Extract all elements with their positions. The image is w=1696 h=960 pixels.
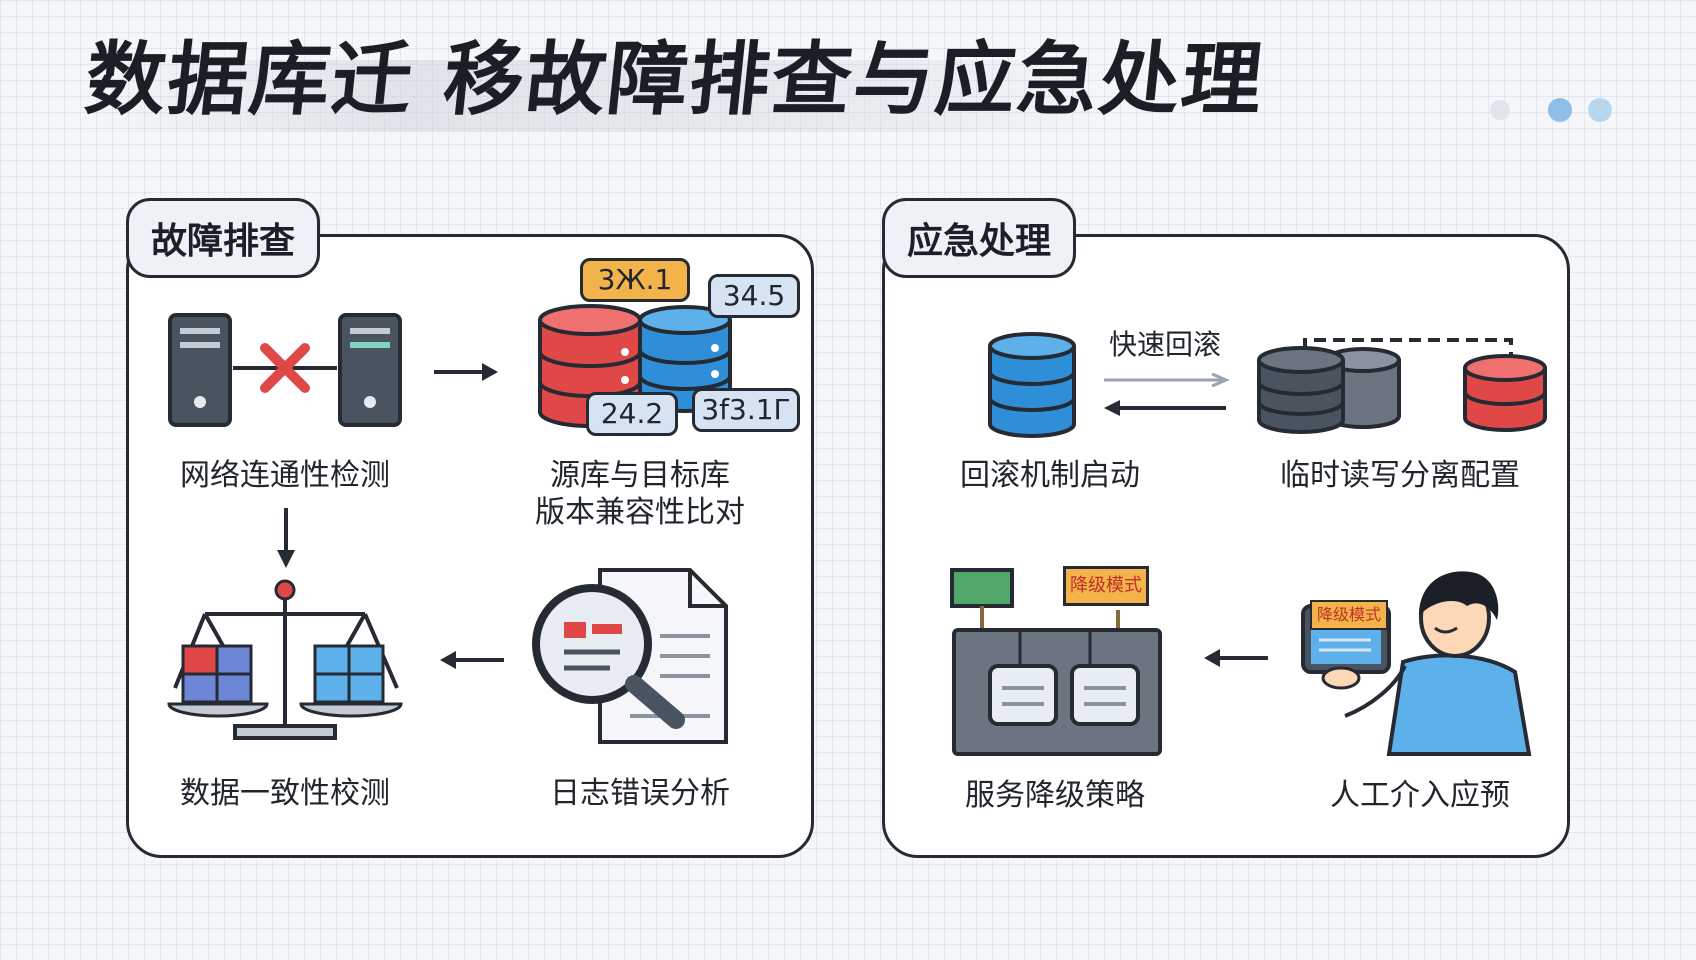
log-analysis-label: 日志错误分析 (550, 776, 730, 811)
arrow-down-icon (277, 508, 295, 568)
operator-person-icon (1301, 571, 1532, 756)
arrow-left-icon (440, 651, 504, 669)
consistency-check-label: 数据一致性校测 (180, 776, 390, 811)
service-degrade-icon (950, 568, 1162, 756)
version-tag-2: 34.5 (708, 274, 800, 318)
version-compare-label-1: 源库与目标库 (550, 458, 730, 493)
emergency-tab: 应急处理 (882, 198, 1076, 278)
version-tag-3: 24.2 (586, 392, 678, 436)
version-tag-4: 3f3.1Г (692, 388, 800, 432)
rollback-label: 回滚机制启动 (960, 458, 1140, 493)
version-tag-1: 3Ж.1 (580, 258, 690, 302)
network-check-label: 网络连通性检测 (180, 458, 390, 493)
arrow-right-icon (434, 363, 498, 381)
rollback-database-icon (988, 332, 1076, 438)
read-write-split-icon (1257, 338, 1547, 434)
quick-rollback-caption: 快速回滚 (1108, 328, 1221, 361)
rollback-arrows-icon (1104, 372, 1230, 416)
balance-scale-icon (167, 579, 403, 740)
service-degrade-label: 服务降级策略 (965, 778, 1145, 813)
log-analysis-icon (532, 568, 728, 744)
page-title: 数据库迁 移故障排查与应急处理 (81, 33, 1269, 126)
version-compare-label-2: 版本兼容性比对 (535, 495, 745, 530)
tablet-degrade-sign: 降级模式 (1310, 600, 1388, 630)
read-write-split-label: 临时读写分离配置 (1280, 458, 1520, 493)
troubleshoot-tab: 故障排查 (126, 198, 320, 278)
arrow-left-icon-2 (1204, 649, 1268, 667)
degrade-mode-sign: 降级模式 (1063, 566, 1149, 606)
decorative-dots (1490, 98, 1612, 122)
title-highlight (86, 60, 1116, 132)
manual-intervention-label: 人工介入应预 (1330, 778, 1510, 813)
network-check-icon (168, 313, 402, 427)
